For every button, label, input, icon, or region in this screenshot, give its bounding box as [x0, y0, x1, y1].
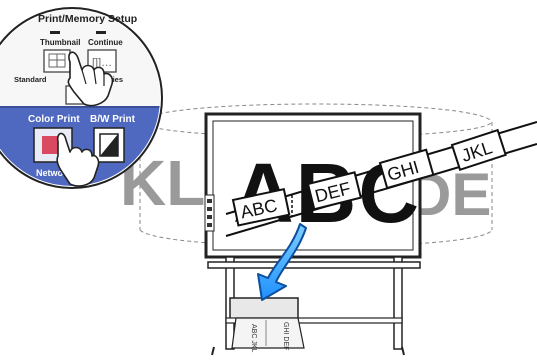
continue-button[interactable]: []]… — [87, 49, 117, 73]
bw-print-label: B/W Print — [90, 114, 136, 125]
continue-glyph-icon: []]… — [92, 57, 112, 69]
pointing-hand-icon — [67, 51, 114, 107]
mode-continue-label: Continue — [88, 38, 123, 47]
mode-thumbnail-label: Thumbnail — [40, 38, 80, 47]
printer — [225, 297, 403, 324]
network-label: Networ — [36, 168, 67, 178]
print-right-text: GHI DEF — [282, 322, 289, 350]
mode-standard-label: Standard — [14, 75, 47, 84]
tag-def: DEF — [306, 171, 363, 211]
thumbnail-button[interactable] — [43, 49, 71, 73]
bw-print-button[interactable] — [93, 127, 125, 163]
tag-ghi: GHI — [378, 148, 435, 190]
tag-jkl: JKL — [450, 128, 507, 171]
color-print-label: Color Print — [28, 114, 80, 125]
print-left-text: ABC JKL — [250, 324, 257, 353]
tag-abc: ABC — [231, 188, 291, 227]
pressing-hand-icon — [56, 132, 100, 187]
panel-title: Print/Memory Setup — [38, 13, 137, 25]
control-panel-zoom: Print/Memory Setup Thumbnail Continue []… — [0, 7, 163, 189]
printed-sheet: ABC JKL GHI DEF — [231, 317, 305, 353]
print-flow-arrow — [257, 223, 307, 301]
